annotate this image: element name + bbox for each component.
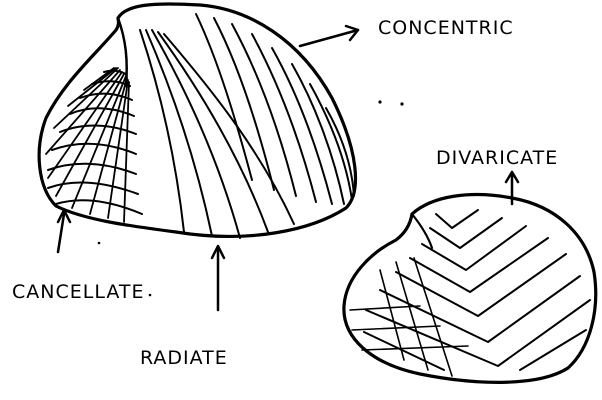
cancellate-radial-lines (46, 68, 129, 222)
label-concentric: CONCENTRIC (378, 17, 514, 39)
large-shell (39, 4, 355, 238)
divaricate-lines (364, 210, 590, 370)
label-radiate: RADIATE (140, 347, 228, 369)
arrow-cancellate (58, 210, 70, 252)
small-shell (344, 195, 596, 383)
small-shell-umbo (412, 214, 432, 248)
radiate-lines (140, 30, 294, 238)
specks (98, 100, 404, 296)
arrow-radiate (212, 246, 224, 310)
small-shell-cross-lines (350, 258, 468, 376)
label-cancellate: CANCELLATE (12, 281, 145, 303)
label-divaricate: DIVARICATE (436, 147, 558, 169)
arrow-concentric (300, 26, 358, 46)
